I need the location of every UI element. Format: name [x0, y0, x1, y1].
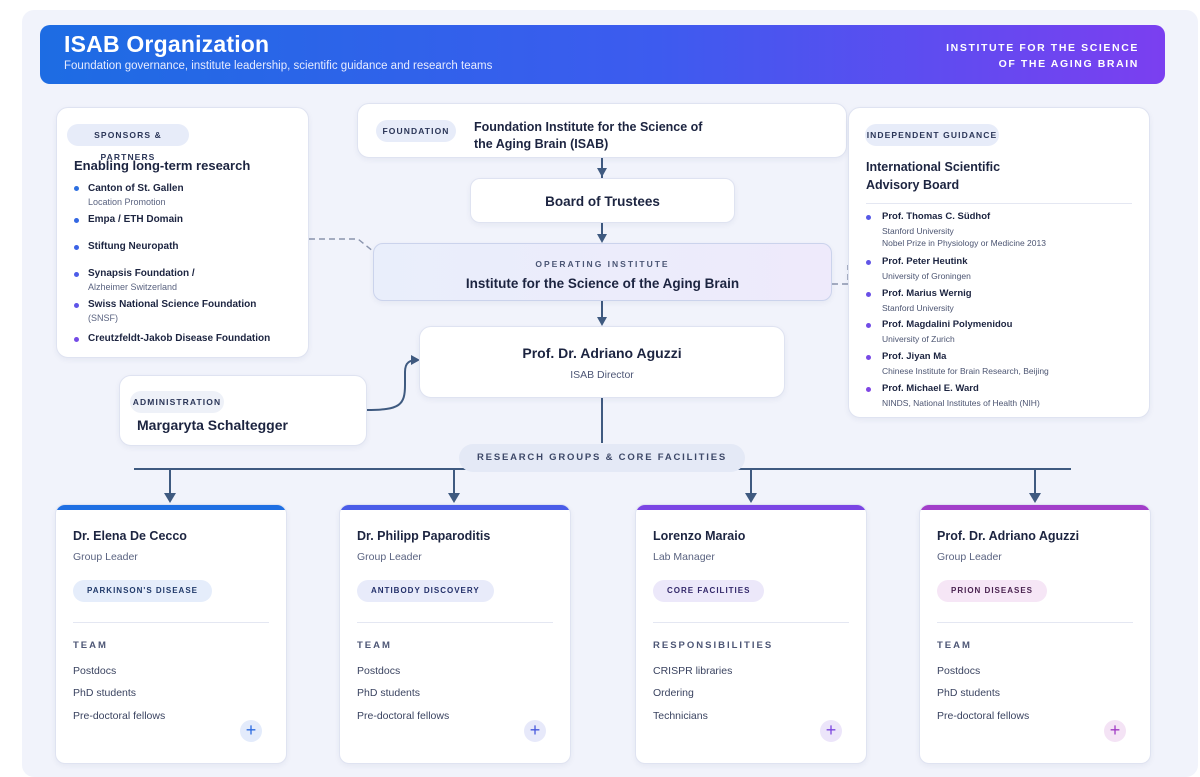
group-list-item: CRISPR libraries [653, 665, 733, 677]
group-card-de-cecco: Dr. Elena De Cecco Group Leader PARKINSO… [55, 504, 287, 764]
board-card: Board of Trustees [470, 178, 735, 223]
institute-tag: INSTITUTE FOR THE SCIENCE OF THE AGING B… [899, 40, 1139, 72]
group-role: Group Leader [937, 551, 1002, 563]
group-list-item: PhD students [357, 687, 421, 699]
group-leader-name: Prof. Dr. Adriano Aguzzi [937, 529, 1080, 543]
bullet-dot [866, 355, 871, 360]
edge-advisory-operating [832, 265, 849, 285]
divider [866, 203, 1132, 204]
institute-tag-line1: INSTITUTE FOR THE SCIENCE [946, 42, 1139, 54]
group-section-label: TEAM [357, 640, 392, 651]
group-list-item: Postdocs [73, 665, 117, 677]
bullet-dot [866, 260, 871, 265]
group-role: Group Leader [73, 551, 138, 563]
foundation-name: Foundation Institute for the Science of … [474, 120, 703, 151]
board-label: Board of Trustees [545, 194, 660, 209]
group-role: Lab Manager [653, 551, 715, 563]
group-section-label: TEAM [937, 640, 972, 651]
bullet-dot [866, 215, 871, 220]
group-list-item: Pre-doctoral fellows [73, 710, 166, 722]
sponsors-kicker: SPONSORS & PARTNERS [67, 124, 189, 162]
director-name: Prof. Dr. Adriano Aguzzi [522, 345, 682, 361]
divider [73, 622, 269, 623]
foundation-card: FOUNDATION Foundation Institute for the … [357, 103, 847, 158]
accent-bar [636, 505, 866, 510]
group-topic-pill: PRION DISEASES [937, 580, 1048, 602]
advisory-kicker: INDEPENDENT GUIDANCE [865, 124, 999, 146]
sponsors-card: SPONSORS & PARTNERS Enabling long-term r… [56, 107, 309, 358]
group-topic-pill: CORE FACILITIES [653, 580, 765, 602]
divider [653, 622, 849, 623]
operating-kicker: OPERATING INSTITUTE [535, 259, 670, 269]
group-section-label: RESPONSIBILITIES [653, 640, 774, 651]
accent-bar [920, 505, 1150, 510]
sponsor-item: Empa / ETH Domain [88, 214, 184, 225]
group-list-item: Ordering [653, 687, 694, 699]
divider [937, 622, 1133, 623]
page-subtitle: Foundation governance, institute leaders… [64, 60, 493, 72]
sponsors-title: Enabling long-term research [74, 158, 251, 173]
group-leader-name: Dr. Elena De Cecco [73, 529, 187, 543]
group-list-item: Pre-doctoral fellows [357, 710, 450, 722]
edge-admin-director [366, 359, 419, 411]
sponsor-item: Swiss National Science Foundation(SNSF) [88, 299, 257, 323]
group-list-item: PhD students [73, 687, 137, 699]
bullet-dot [74, 337, 79, 342]
group-topic-pill: PARKINSON'S DISEASE [73, 580, 212, 602]
group-section-label: TEAM [73, 640, 108, 651]
bullet-dot [866, 323, 871, 328]
bullet-dot [74, 186, 79, 191]
administration-kicker: ADMINISTRATION [130, 391, 224, 413]
administration-name: Margaryta Schaltegger [137, 417, 288, 433]
edge-sponsors-operating [309, 238, 375, 253]
bullet-dot [866, 292, 871, 297]
group-topic-pill: ANTIBODY DISCOVERY [357, 580, 494, 602]
bullet-dot [74, 272, 79, 277]
bullet-dot [866, 387, 871, 392]
group-list-item: Postdocs [937, 665, 981, 677]
divider [357, 622, 553, 623]
group-list-item: PhD students [937, 687, 1001, 699]
group-card-aguzzi: Prof. Dr. Adriano Aguzzi Group Leader PR… [919, 504, 1151, 764]
accent-bar [340, 505, 570, 510]
group-leader-name: Lorenzo Maraio [653, 529, 746, 543]
page-title: ISAB Organization [64, 31, 270, 57]
director-card: Prof. Dr. Adriano Aguzzi ISAB Director [419, 326, 785, 398]
group-leader-name: Dr. Philipp Paparoditis [357, 529, 491, 543]
expand-plus-icon[interactable]: + [240, 720, 262, 742]
bullet-dot [74, 303, 79, 308]
bullet-dot [74, 218, 79, 223]
research-groups-label: RESEARCH GROUPS & CORE FACILITIES [459, 444, 745, 472]
foundation-pill: FOUNDATION [376, 120, 456, 142]
advisory-title: International Scientific Advisory Board [866, 160, 1001, 192]
expand-plus-icon[interactable]: + [820, 720, 842, 742]
group-list-item: Technicians [653, 710, 708, 722]
expand-plus-icon[interactable]: + [524, 720, 546, 742]
administration-card: ADMINISTRATION Margaryta Schaltegger [119, 375, 367, 446]
group-card-maraio: Lorenzo Maraio Lab Manager CORE FACILITI… [635, 504, 867, 764]
sponsor-item: Stiftung Neuropath [88, 241, 179, 252]
sponsor-item: Creutzfeldt-Jakob Disease Foundation [88, 333, 271, 344]
sponsor-item: Synapsis Foundation /Alzheimer Switzerla… [88, 268, 195, 292]
header-banner: ISAB Organization Foundation governance,… [40, 25, 1165, 84]
operating-institute-card: OPERATING INSTITUTE Institute for the Sc… [373, 243, 832, 301]
group-card-paparoditis: Dr. Philipp Paparoditis Group Leader ANT… [339, 504, 571, 764]
accent-bar [56, 505, 286, 510]
group-list-item: Postdocs [357, 665, 401, 677]
institute-tag-line2: OF THE AGING BRAIN [998, 58, 1139, 70]
advisory-board-card: INDEPENDENT GUIDANCE International Scien… [848, 107, 1150, 418]
group-list-item: Pre-doctoral fellows [937, 710, 1030, 722]
operating-name: Institute for the Science of the Aging B… [465, 276, 740, 291]
bullet-dot [74, 245, 79, 250]
director-role: ISAB Director [570, 369, 634, 381]
expand-plus-icon[interactable]: + [1104, 720, 1126, 742]
group-role: Group Leader [357, 551, 422, 563]
